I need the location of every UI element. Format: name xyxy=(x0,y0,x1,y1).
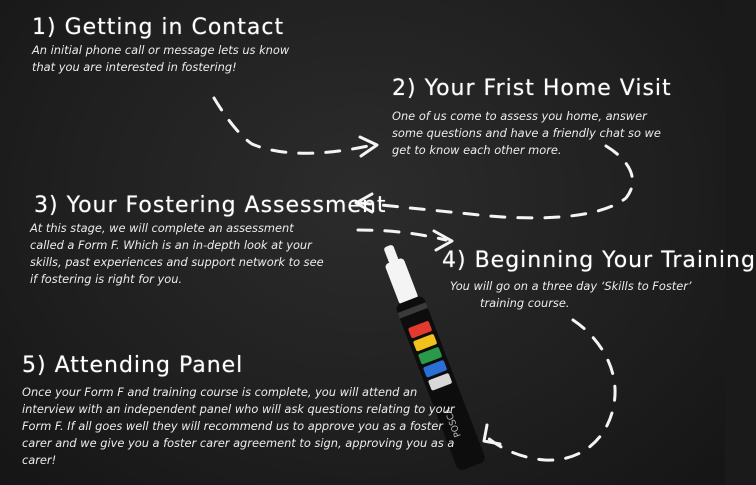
marker-logo-block xyxy=(418,347,442,365)
step-1-heading: 1) Getting in Contact xyxy=(32,15,285,40)
marker-logo-block xyxy=(413,334,437,352)
step-3-line-1: At this stage, we will complete an asses… xyxy=(30,221,294,235)
posca-marker-illustration: POSCA xyxy=(384,245,485,470)
step-5-line-4: carer and we give you a foster carer agr… xyxy=(22,436,455,450)
step-4-line-1: You will go on a three day ‘Skills to Fo… xyxy=(450,279,692,293)
step-3-line-2: called a Form F. Which is an in-depth lo… xyxy=(30,238,312,252)
step-3-line-3: skills, past experiences and support net… xyxy=(30,255,324,269)
step-1-line-1: An initial phone call or message lets us… xyxy=(32,43,290,57)
step-2-line-2: some questions and have a friendly chat … xyxy=(392,126,661,140)
arrow-path-4-to-5 xyxy=(486,318,617,462)
arrow-head-1-to-2 xyxy=(358,135,379,158)
step-4-heading: 4) Beginning Your Training xyxy=(442,248,756,273)
marker-logo-block xyxy=(428,373,452,391)
step-5-heading: 5) Attending Panel xyxy=(22,353,244,378)
step-2-line-3: get to know each other more. xyxy=(392,143,562,157)
arrow-path-1-to-2 xyxy=(212,96,370,155)
marker-logo-block xyxy=(408,321,432,339)
step-5-line-1: Once your Form F and training course is … xyxy=(22,385,418,399)
step-4-line-2: training course. xyxy=(480,296,570,310)
step-1-line-2: that you are interested in fostering! xyxy=(32,60,237,74)
step-3-heading: 3) Your Fostering Assessment xyxy=(34,193,387,218)
arrow-head-4-to-5 xyxy=(482,423,502,446)
marker-logo-block xyxy=(423,360,447,378)
step-2-line-1: One of us come to assess you home, answe… xyxy=(392,109,647,123)
step-2-heading: 2) Your Frist Home Visit xyxy=(392,76,672,101)
step-3-line-4: if fostering is right for you. xyxy=(30,272,183,286)
arrow-path-2-to-3 xyxy=(358,144,634,220)
arrow-head-2-to-3 xyxy=(354,192,374,214)
marker-tip xyxy=(384,245,399,264)
step-5-line-2: interview with an independent panel who … xyxy=(22,402,455,416)
arrow-path-3-to-4 xyxy=(356,228,448,242)
step-5-line-3: Form F. If all goes well they will recom… xyxy=(22,419,443,433)
marker-collar xyxy=(385,258,418,305)
dashed-arrow-paths xyxy=(212,96,634,462)
marker-logo xyxy=(408,321,452,391)
arrow-head-3-to-4 xyxy=(432,229,454,252)
step-5-line-5: carer! xyxy=(22,453,57,467)
